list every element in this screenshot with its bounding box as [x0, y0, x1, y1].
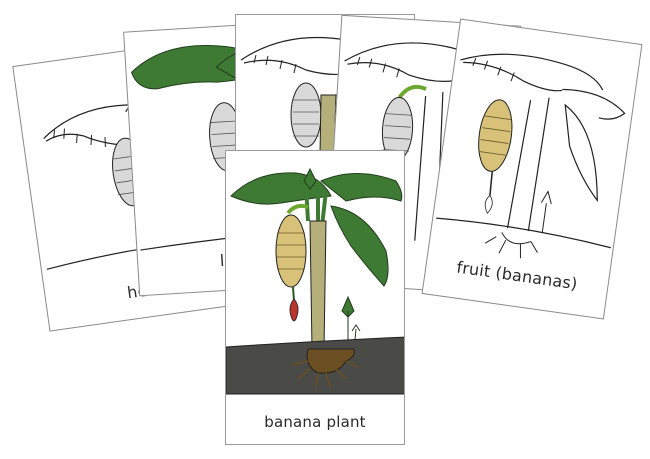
card-fruit: fruit (bananas)	[421, 18, 643, 320]
pseudostem-olive	[309, 220, 327, 350]
banana-bunch-yellow	[478, 99, 513, 172]
banana-flower-red	[289, 298, 299, 322]
card-label: banana plant	[264, 413, 366, 431]
card-banana-plant: banana plant	[225, 150, 405, 445]
leaf-green	[330, 205, 389, 287]
banana-plant-pseudostem-illustration	[240, 36, 414, 153]
banana-bunch-outline	[290, 82, 322, 148]
peduncle-green	[286, 203, 309, 215]
banana-plant-fruit-illustration	[436, 53, 626, 259]
banana-bunch-yellow	[275, 214, 307, 288]
banana-plant-color-illustration	[226, 167, 404, 395]
peduncle-green	[397, 84, 427, 99]
pseudostem-olive	[319, 94, 337, 153]
leaf-green	[320, 173, 403, 202]
